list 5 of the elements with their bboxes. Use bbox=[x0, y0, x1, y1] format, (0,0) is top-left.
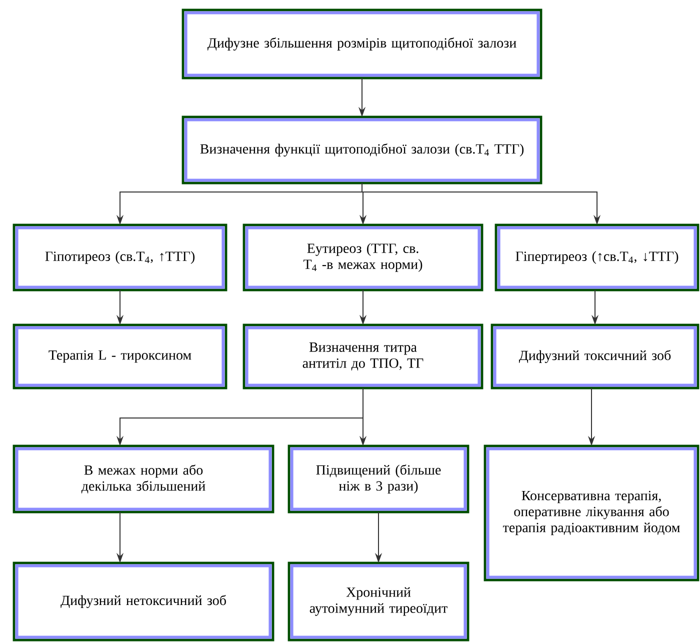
process-box: Консервативна терапія, оперативне лікування або терапія радіоактивним йодом bbox=[484, 444, 700, 582]
process-box: Дифузне збільшення розмірів щитоподібної залози bbox=[182, 8, 542, 80]
process-box: Визначення функції щитоподібної залози (св.Т$_{4}$ ТТГ) bbox=[182, 116, 542, 184]
process-box: Хронічний аутоімунний тиреоїдит bbox=[288, 562, 470, 642]
process-box: Дифузний нетоксичний зоб bbox=[12, 562, 274, 642]
